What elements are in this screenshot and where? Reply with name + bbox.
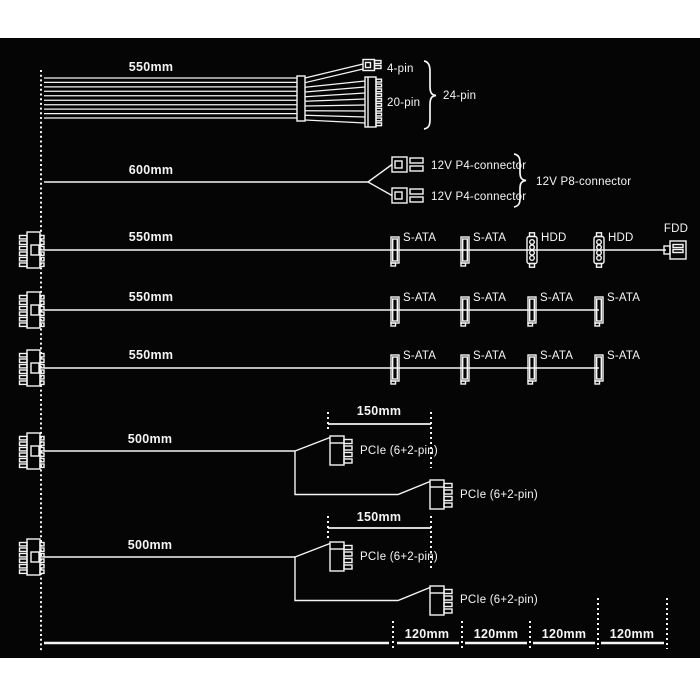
atx-4pin-label: 4-pin <box>387 63 414 75</box>
ruler-ticks <box>392 598 668 649</box>
sata-cable-a <box>18 291 604 329</box>
cpu-cable <box>44 153 527 208</box>
pcie-label: PCIe (6+2-pin) <box>460 489 538 501</box>
sata-label: S-ATA <box>473 350 506 362</box>
ruler-segment-label: 120mm <box>542 627 587 641</box>
pcie-cable-b <box>18 516 453 616</box>
ruler-segment-label: 120mm <box>610 627 655 641</box>
atx-cable-sleeve <box>296 75 306 122</box>
hdd-label: HDD <box>541 232 567 244</box>
atx-wire-bundle <box>44 77 297 119</box>
pcie-label: PCIe (6+2-pin) <box>460 594 538 606</box>
sata-label: S-ATA <box>473 292 506 304</box>
ruler-segment-label: 120mm <box>405 627 450 641</box>
peripheral-cable <box>18 231 687 269</box>
fdd-connector <box>663 240 687 260</box>
p4-top-label: 12V P4-connector <box>431 160 526 172</box>
sata-label: S-ATA <box>403 292 436 304</box>
atx-cable <box>44 58 437 130</box>
pcie-a-branch-wire <box>294 451 431 496</box>
fdd-label: FDD <box>664 223 688 235</box>
pcie-a-spacing-label: 150mm <box>357 404 402 418</box>
hdd-label: HDD <box>608 232 634 244</box>
sata-b-length-label: 550mm <box>129 348 174 362</box>
ruler-segment-label: 120mm <box>474 627 519 641</box>
p8-label: 12V P8-connector <box>536 176 631 188</box>
p4-bottom-label: 12V P4-connector <box>431 191 526 203</box>
sata-label: S-ATA <box>473 232 506 244</box>
sata-label: S-ATA <box>403 232 436 244</box>
bottom-ruler <box>44 598 668 649</box>
atx-length-label: 550mm <box>129 60 174 74</box>
pcie-b-spacing-label: 150mm <box>357 510 402 524</box>
atx-4pin-connector <box>362 58 382 72</box>
atx-fanout-wires <box>304 63 366 124</box>
sata-label: S-ATA <box>607 292 640 304</box>
diagram-background <box>0 38 700 658</box>
sata-a-length-label: 550mm <box>129 290 174 304</box>
pcie-b-length-label: 500mm <box>128 538 173 552</box>
sata-label: S-ATA <box>607 350 640 362</box>
sata-label: S-ATA <box>540 350 573 362</box>
pcie-cable-a <box>18 412 453 510</box>
sata-label: S-ATA <box>403 350 436 362</box>
brace-p8 <box>513 153 527 208</box>
sata-cable-b <box>18 349 604 387</box>
brace-24pin <box>423 60 437 130</box>
pcie-label: PCIe (6+2-pin) <box>360 445 438 457</box>
peripheral-length-label: 550mm <box>129 230 174 244</box>
pcie-label: PCIe (6+2-pin) <box>360 551 438 563</box>
atx-24pin-label: 24-pin <box>443 90 476 102</box>
pcie-b-branch-wire <box>294 557 431 602</box>
cpu-length-label: 600mm <box>129 163 174 177</box>
atx-20pin-connector <box>364 76 383 128</box>
sata-label: S-ATA <box>540 292 573 304</box>
pcie-a-length-label: 500mm <box>128 432 173 446</box>
atx-20pin-label: 20-pin <box>387 97 420 109</box>
